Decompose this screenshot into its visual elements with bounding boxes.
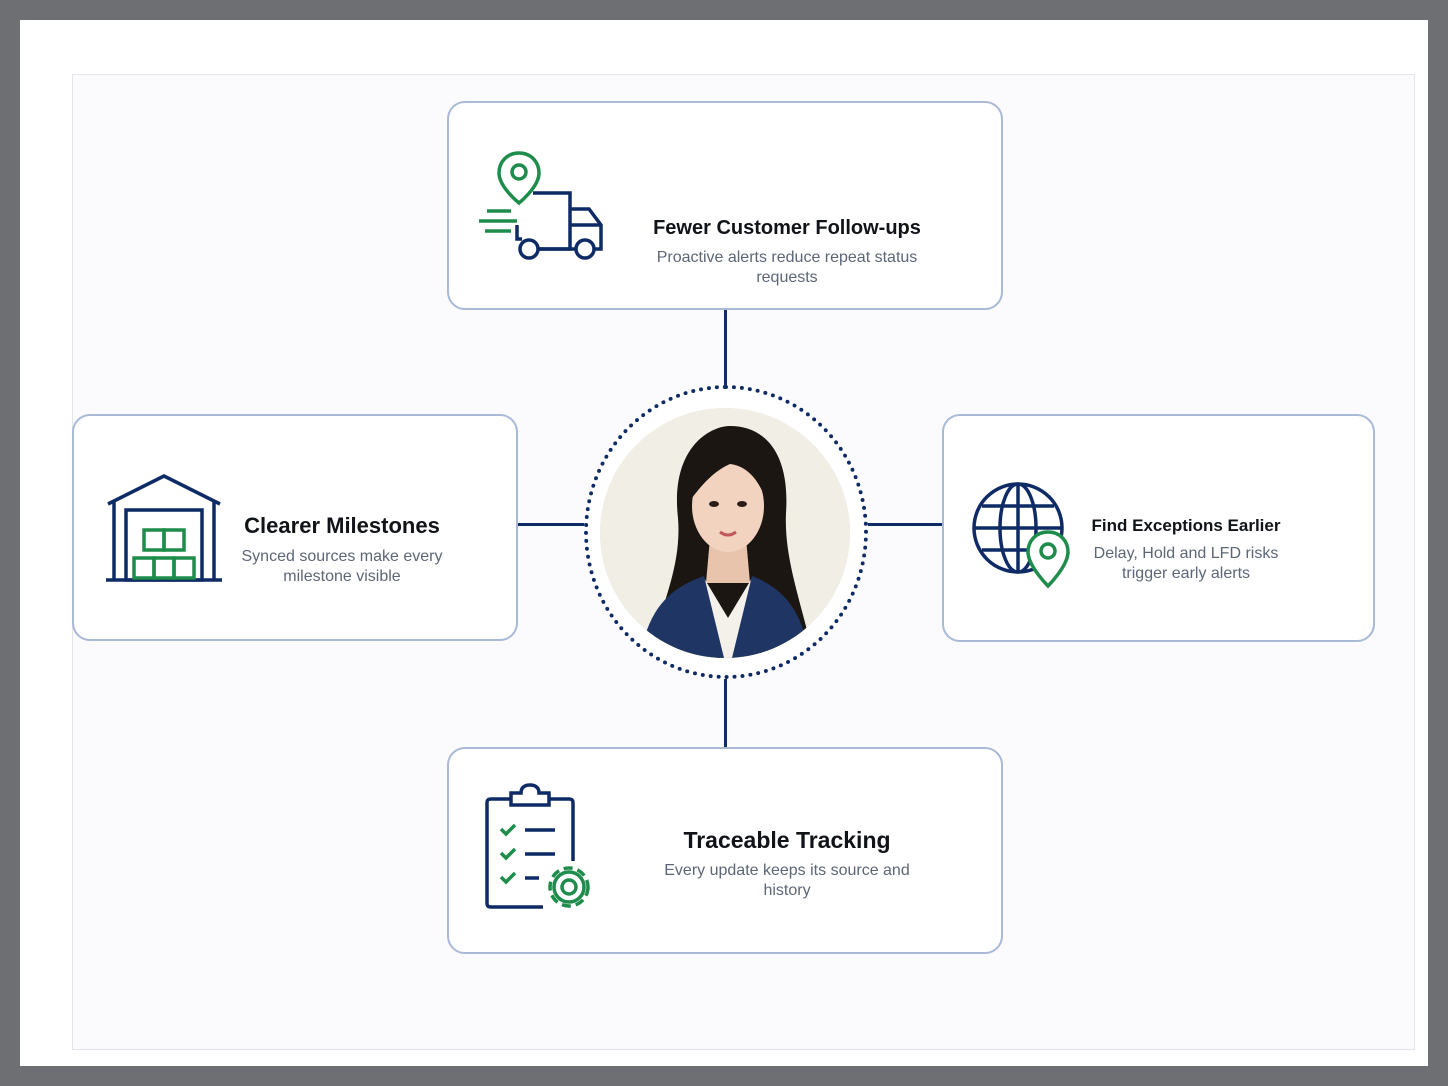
- card-traceable-tracking: Traceable Tracking Every update keeps it…: [447, 747, 1003, 954]
- card-title: Traceable Tracking: [683, 827, 891, 853]
- connector-bottom: [724, 677, 727, 747]
- card-description: Synced sources make every milestone visi…: [241, 548, 443, 585]
- globe-location-icon: [972, 482, 1070, 589]
- delivery-truck-location-icon: [479, 151, 603, 260]
- card-find-exceptions: Find Exceptions Earlier Delay, Hold and …: [942, 414, 1375, 642]
- card-description: Delay, Hold and LFD risks trigger early …: [1093, 545, 1279, 582]
- hub-portrait: [600, 408, 850, 658]
- card-description: Proactive alerts reduce repeat status re…: [656, 249, 918, 286]
- warehouse-boxes-icon: [106, 474, 222, 582]
- card-clearer-milestones: Clearer Milestones Synced sources make e…: [72, 414, 518, 641]
- card-description: Every update keeps its source and histor…: [664, 862, 910, 899]
- checklist-gear-icon: [485, 783, 590, 909]
- connector-left: [517, 523, 587, 526]
- person-portrait-icon: [600, 408, 850, 658]
- card-title: Find Exceptions Earlier: [1091, 516, 1281, 535]
- card-title: Fewer Customer Follow-ups: [653, 217, 921, 239]
- card-title: Clearer Milestones: [244, 513, 440, 538]
- connector-right: [866, 523, 944, 526]
- card-fewer-follow-ups: Fewer Customer Follow-ups Proactive aler…: [447, 101, 1003, 310]
- connector-top: [724, 310, 727, 388]
